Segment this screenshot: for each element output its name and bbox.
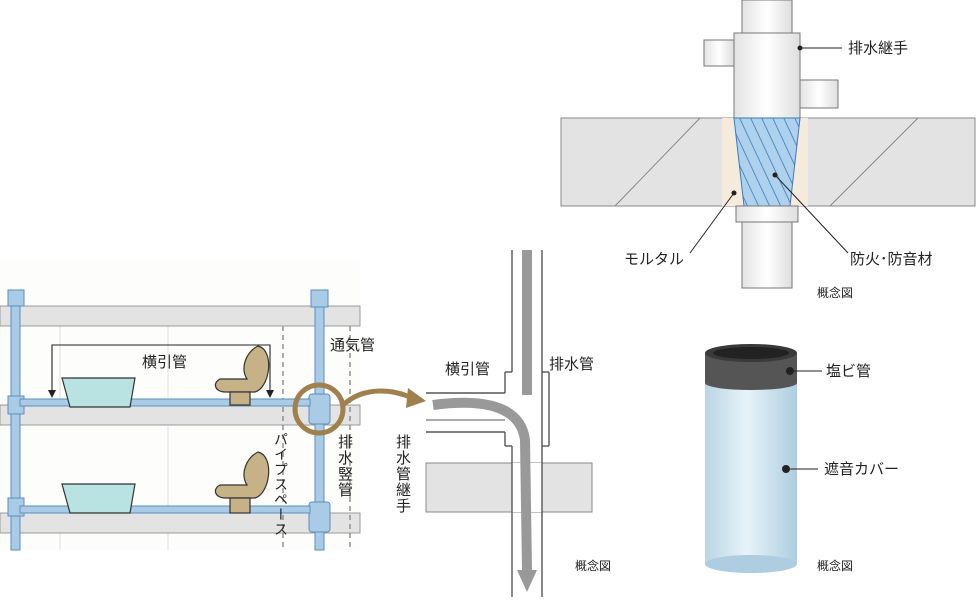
label-drain-pipe: 排水管	[549, 355, 595, 373]
floor-slab	[0, 404, 361, 426]
floor-penetration-detail	[560, 0, 976, 289]
label-drain-fitting: 排水継手	[848, 39, 909, 57]
detail-arrow	[341, 388, 414, 407]
horizontal-branch-pipe	[19, 398, 311, 407]
sound-insulation-cover	[705, 380, 797, 564]
caption-mid: 概念図	[575, 559, 612, 573]
caption-bottom: 概念図	[817, 559, 854, 573]
floor-slab	[425, 462, 593, 513]
label-vent-pipe: 通気管	[330, 336, 376, 354]
floor-slab	[0, 305, 361, 327]
toilet	[214, 451, 270, 514]
label-horizontal-pipe-detail: 横引管	[445, 360, 491, 378]
label-mortar: モルタル	[624, 250, 685, 268]
label-horizontal-pipe: 横引管	[142, 353, 188, 371]
building-section	[0, 260, 426, 551]
caption-top: 概念図	[817, 286, 854, 300]
label-sound-cover: 遮音カバー	[824, 460, 900, 478]
label-drain-stack: 排水竪管	[336, 434, 354, 498]
floor-slab	[0, 512, 361, 534]
horizontal-branch-pipe	[19, 505, 311, 514]
fireproof-material	[733, 117, 801, 207]
joint-detail	[425, 250, 593, 597]
pvc-pipe-with-cover	[705, 344, 822, 573]
flow-arrow	[432, 397, 532, 571]
label-pipe-space: パイプスペース	[272, 432, 288, 537]
wash-basin	[61, 377, 136, 408]
wash-basin	[61, 483, 136, 514]
toilet	[214, 345, 270, 406]
horizontal-pipe-pointer	[51, 344, 271, 396]
label-fireproof: 防火･防音材	[850, 250, 933, 268]
highlight-circle	[292, 382, 346, 436]
label-pvc-pipe: 塩ビ管	[826, 362, 872, 380]
drain-joint	[733, 32, 801, 120]
label-drain-joint: 排水管継手	[394, 434, 412, 514]
